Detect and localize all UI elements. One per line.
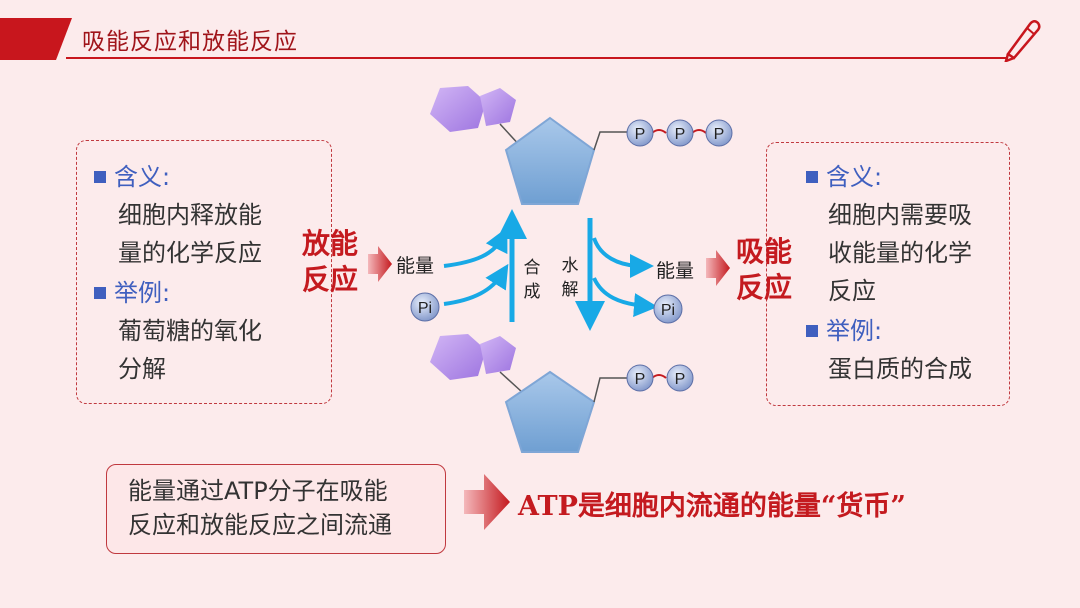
ribose-pentagon bbox=[504, 370, 596, 453]
left-meaning-line-2: 量的化学反应 bbox=[118, 239, 262, 267]
bullet-square-icon bbox=[806, 325, 818, 337]
energy-label-right: 能量 bbox=[656, 260, 695, 282]
synthesis-label: 合 成 bbox=[523, 258, 541, 302]
pi-in-arrow bbox=[443, 263, 509, 306]
phosphate-label: P bbox=[675, 371, 686, 388]
pi-out-arrow bbox=[592, 277, 658, 318]
endergonic-label: 吸能 反应 bbox=[736, 235, 793, 304]
phosphate-label: P bbox=[714, 126, 725, 143]
exergonic-info-box bbox=[76, 140, 332, 404]
pi-ball-left bbox=[410, 292, 440, 322]
red-arrow-bottom bbox=[464, 474, 510, 530]
adenine-ring-hexagon bbox=[430, 86, 486, 132]
right-meaning-line-3: 反应 bbox=[828, 277, 876, 305]
right-meaning-line-2: 收能量的化学 bbox=[828, 239, 972, 267]
phosphate-label: P bbox=[635, 126, 646, 143]
phosphate-ball bbox=[705, 119, 733, 147]
phosphate-label: P bbox=[675, 126, 686, 143]
phosphate-label: P bbox=[635, 371, 646, 388]
bullet-square-icon bbox=[806, 171, 818, 183]
energy-label-left: 能量 bbox=[396, 255, 435, 277]
energy-out-arrow bbox=[592, 237, 654, 278]
right-example-line: 蛋白质的合成 bbox=[828, 355, 972, 383]
hydrolysis-label: 水 解 bbox=[561, 256, 579, 300]
conclusion-text: ATP是细胞内流通的能量“货币” bbox=[518, 491, 906, 522]
ribose-pentagon bbox=[504, 116, 596, 205]
right-meaning-line-1: 细胞内需要吸 bbox=[828, 201, 972, 229]
left-meaning-heading: 含义: bbox=[94, 158, 170, 196]
header-rule bbox=[66, 57, 1006, 59]
right-meaning-heading: 含义: bbox=[806, 158, 882, 196]
red-arrow-left bbox=[368, 246, 392, 282]
bullet-square-icon bbox=[94, 287, 106, 299]
left-example-line-2: 分解 bbox=[118, 355, 166, 383]
exergonic-label: 放能 反应 bbox=[302, 227, 359, 296]
pen-icon bbox=[1004, 20, 1041, 62]
adenine-ring-pentagon bbox=[480, 88, 516, 126]
bullet-square-icon bbox=[94, 171, 106, 183]
header-tab bbox=[0, 18, 72, 60]
endergonic-info-box bbox=[766, 142, 1010, 406]
page-title: 吸能反应和放能反应 bbox=[82, 29, 298, 55]
pi-label-right: Pi bbox=[661, 302, 675, 319]
red-arrow-right bbox=[706, 250, 730, 286]
pi-label-left: Pi bbox=[418, 300, 432, 317]
adp-molecule: P P bbox=[430, 334, 694, 453]
summary-box bbox=[106, 464, 446, 554]
adenine-ring-hexagon bbox=[430, 334, 486, 380]
summary-text: 能量通过ATP分子在吸能 反应和放能反应之间流通 bbox=[128, 477, 392, 539]
left-example-heading: 举例: bbox=[94, 274, 170, 312]
atp-molecule: P P P bbox=[430, 86, 733, 205]
phosphate-ball bbox=[666, 364, 694, 392]
phosphate-ball bbox=[626, 364, 654, 392]
phosphate-ball bbox=[626, 119, 654, 147]
adenine-ring-pentagon bbox=[480, 336, 516, 374]
energy-in-arrow bbox=[443, 227, 508, 268]
left-example-line-1: 葡萄糖的氧化 bbox=[118, 317, 262, 345]
left-meaning-line-1: 细胞内释放能 bbox=[118, 201, 262, 229]
phosphate-ball bbox=[666, 119, 694, 147]
pi-ball-right bbox=[653, 294, 683, 324]
right-example-heading: 举例: bbox=[806, 312, 882, 350]
